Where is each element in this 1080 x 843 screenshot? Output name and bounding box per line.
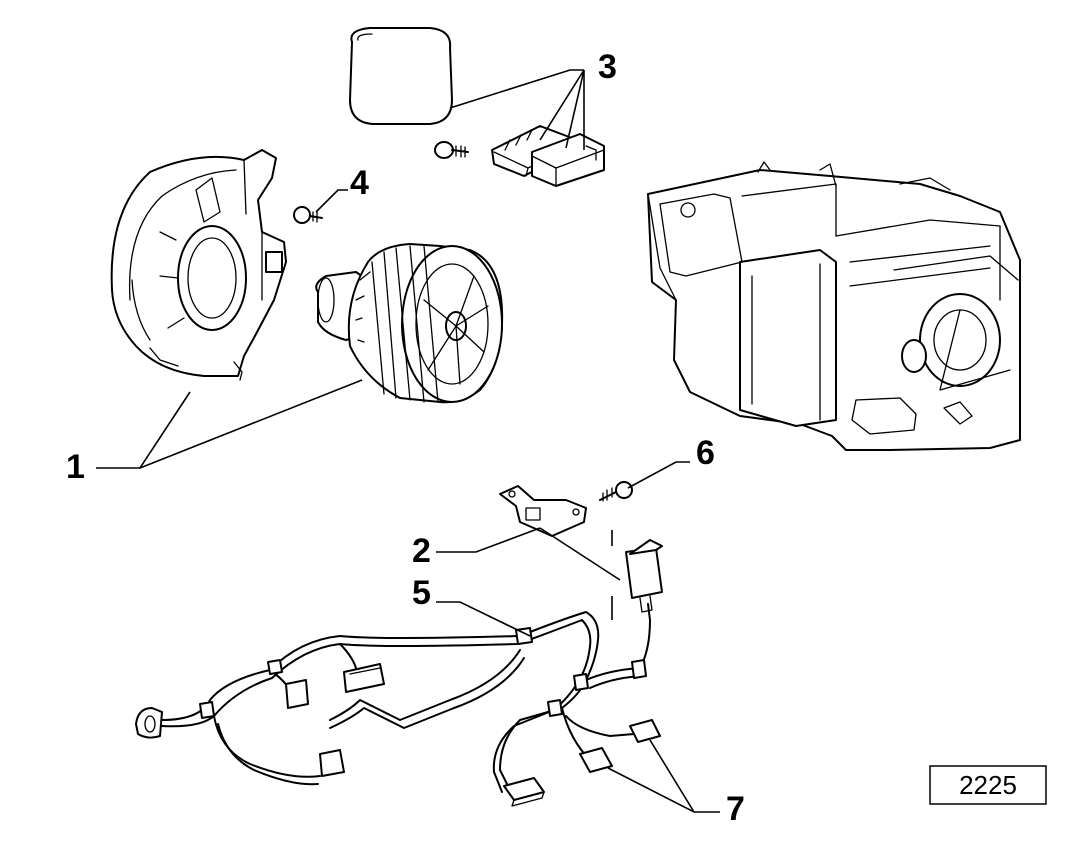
- callout-5: 5: [412, 574, 431, 612]
- callout-7: 7: [726, 790, 745, 828]
- diagram-code-box: 2225: [929, 765, 1047, 805]
- callout-3: 3: [598, 48, 617, 86]
- blower-motor-wheel: [315, 243, 504, 404]
- screw-part6: [599, 481, 633, 502]
- harness-connectors: [135, 539, 663, 807]
- callout-2: 2: [412, 532, 431, 570]
- blower-housing: [110, 149, 287, 381]
- callout-1: 1: [66, 448, 85, 486]
- screw-part4: [293, 206, 323, 224]
- wiring-harness: [161, 603, 651, 793]
- resistor-cover: [349, 27, 453, 125]
- resistor-module-large: [531, 133, 605, 187]
- resistor-screw-part3: [434, 141, 469, 159]
- callout-4: 4: [350, 164, 369, 202]
- callout-6: 6: [696, 434, 715, 472]
- diagram-code: 2225: [959, 770, 1017, 800]
- hvac-unit: [647, 161, 1021, 451]
- leader-lines: [96, 69, 720, 813]
- bracket: [499, 485, 587, 537]
